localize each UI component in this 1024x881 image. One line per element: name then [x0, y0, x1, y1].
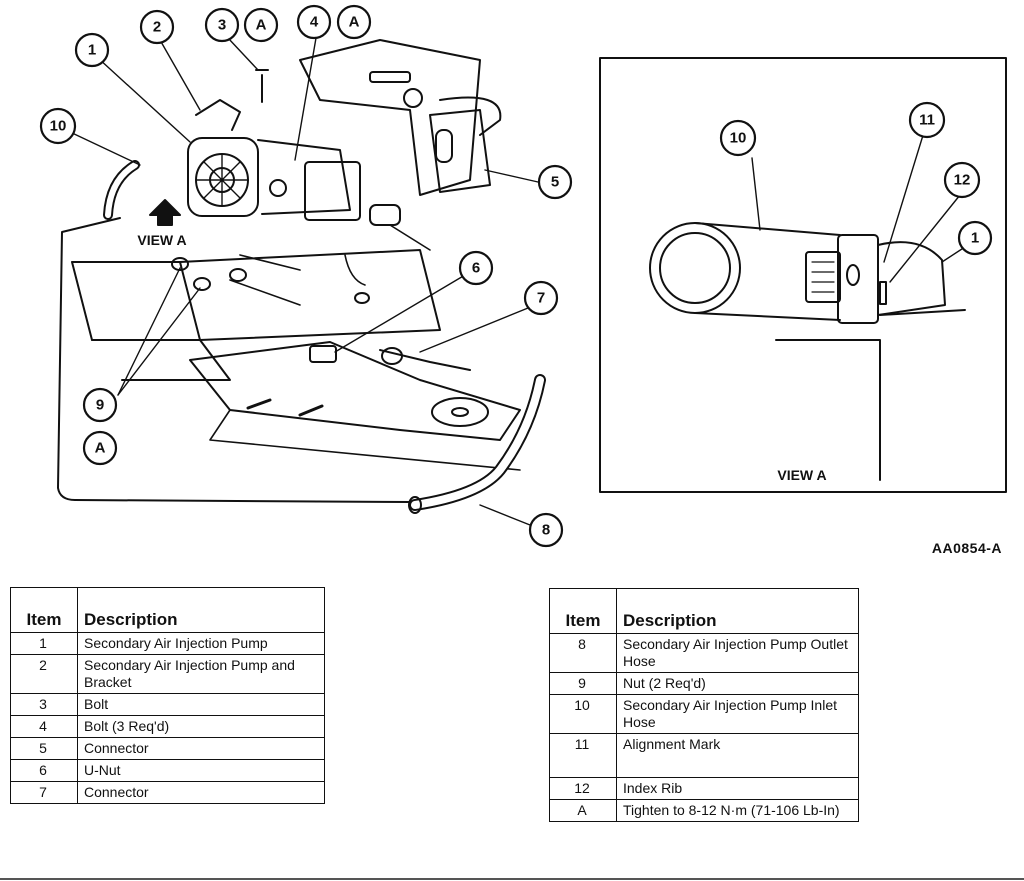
callout-view-11: 11: [908, 101, 946, 139]
header-description: Description: [77, 587, 325, 633]
callout-a-9: A: [82, 430, 118, 466]
item-description: Secondary Air Injection Pump: [77, 632, 325, 655]
item-number: 12: [549, 777, 617, 800]
callout-view-1: 1: [957, 220, 993, 256]
callout-2: 2: [139, 9, 175, 45]
item-description: Nut (2 Req'd): [616, 672, 859, 695]
callout-7: 7: [523, 280, 559, 316]
pump-assembly-artwork: [57, 39, 546, 514]
item-number: 11: [549, 733, 617, 778]
item-description: Bolt: [77, 693, 325, 716]
item-number: 1: [10, 632, 78, 655]
svg-text:A: A: [349, 14, 360, 31]
item-number: 7: [10, 781, 78, 804]
item-number: 5: [10, 737, 78, 760]
item-number: 8: [549, 633, 617, 673]
item-description: Bolt (3 Req'd): [77, 715, 325, 738]
svg-text:12: 12: [954, 172, 971, 189]
svg-text:6: 6: [472, 260, 480, 277]
callout-a-3: A: [243, 7, 279, 43]
view-a-label-main: VIEW A: [137, 232, 186, 248]
figure-code: AA0854-A: [931, 540, 1002, 556]
header-item: Item: [10, 587, 78, 633]
svg-text:9: 9: [96, 397, 104, 414]
svg-text:A: A: [256, 17, 267, 34]
svg-text:4: 4: [310, 14, 319, 31]
item-number: 9: [549, 672, 617, 695]
callout-3: 3: [204, 7, 240, 43]
leader-lines: [69, 37, 539, 526]
svg-text:2: 2: [153, 19, 161, 36]
callout-4: 4: [296, 4, 332, 40]
item-description: Connector: [77, 737, 325, 760]
item-number: 6: [10, 759, 78, 782]
item-description: Secondary Air Injection Pump Inlet Hose: [616, 694, 859, 734]
item-description: Secondary Air Injection Pump Outlet Hose: [616, 633, 859, 673]
svg-text:11: 11: [919, 112, 935, 129]
svg-text:A: A: [95, 440, 106, 457]
svg-text:10: 10: [730, 130, 747, 147]
item-number: 3: [10, 693, 78, 716]
view-a-artwork: [649, 131, 969, 481]
svg-text:1: 1: [971, 230, 979, 247]
callout-9: 9: [82, 387, 118, 423]
item-description: Secondary Air Injection Pump and Bracket: [77, 654, 325, 694]
item-number: 2: [10, 654, 78, 694]
callout-view-12: 12: [943, 161, 981, 199]
view-a-frame: [599, 57, 1007, 493]
item-number: 10: [549, 694, 617, 734]
item-description: Alignment Mark: [616, 733, 859, 778]
item-description: U-Nut: [77, 759, 325, 782]
svg-text:3: 3: [218, 17, 226, 34]
page-bottom-rule: [0, 878, 1024, 880]
exploded-view-diagram: VIEW A VIEW A 1 2 3 A 4 A 10 5 6 7 9 A 8…: [39, 4, 1007, 548]
item-description: Connector: [77, 781, 325, 804]
callout-a-4: A: [336, 4, 372, 40]
header-item: Item: [549, 588, 617, 634]
svg-text:8: 8: [542, 522, 550, 539]
svg-text:10: 10: [50, 118, 67, 135]
item-number: 4: [10, 715, 78, 738]
svg-text:7: 7: [537, 290, 545, 307]
svg-text:5: 5: [551, 174, 559, 191]
item-description: Index Rib: [616, 777, 859, 800]
callout-5: 5: [537, 164, 573, 200]
callout-1: 1: [74, 32, 110, 68]
callout-6: 6: [458, 250, 494, 286]
callout-view-10: 10: [719, 119, 757, 157]
view-a-label-detail: VIEW A: [777, 467, 826, 483]
header-description: Description: [616, 588, 859, 634]
item-description: Tighten to 8-12 N·m (71-106 Lb-In): [616, 799, 859, 822]
item-number: A: [549, 799, 617, 822]
callout-10: 10: [39, 107, 77, 145]
svg-text:1: 1: [88, 42, 96, 59]
callout-8: 8: [528, 512, 564, 548]
